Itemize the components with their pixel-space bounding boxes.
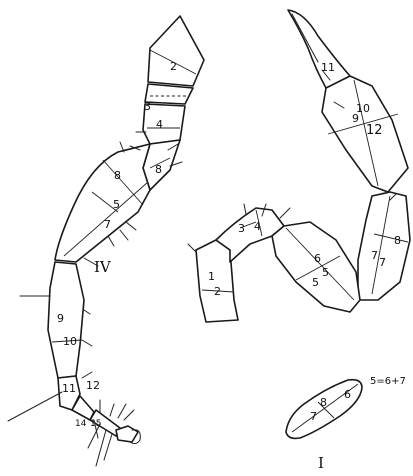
leg-iv-label-8a: 8 (114, 169, 121, 182)
leg-right-segment-10 (322, 76, 408, 192)
leg-iv-label-4: 4 (156, 118, 163, 131)
leg-i-label-6: 6 (344, 388, 351, 401)
leg-i: 8 6 7 5=6+7 I (286, 376, 406, 472)
leg-iv-segment-2 (148, 16, 204, 86)
leg-iv-label-10: 10 (63, 335, 77, 348)
leg-iv-label-7: 7 (104, 218, 111, 231)
leg-iv-label-12: 12 (86, 379, 100, 392)
leg-right-label-10: 10 (356, 102, 370, 115)
leg-right-tip (288, 10, 350, 88)
leg-middle-label-1: 1 (208, 270, 215, 283)
leg-iv-name: IV (94, 258, 112, 276)
leg-i-name: I (318, 454, 324, 472)
leg-right-label-8: 8 (394, 234, 401, 247)
leg-iv-label-11: 11 (62, 382, 76, 395)
leg-right-label-12: 12 (366, 123, 383, 138)
leg-middle-label-3: 3 (238, 222, 245, 235)
leg-iv-label-2: 2 (170, 60, 177, 73)
leg-middle-label-5a: 5 (322, 266, 329, 279)
leg-middle-label-6: 6 (314, 252, 321, 265)
leg-right-label-11: 11 (321, 61, 335, 74)
leg-right-segment-8 (358, 192, 410, 300)
leg-iv-label-9: 9 (57, 312, 64, 325)
leg-iv-claw (116, 426, 138, 442)
leg-middle-label-2: 2 (214, 285, 221, 298)
leg-iv-label-14: 14 (75, 419, 87, 429)
leg-i-label-7: 7 (310, 410, 317, 423)
leg-right-label-7a: 7 (371, 249, 378, 262)
leg-iv-segment-3 (145, 84, 193, 104)
leg-middle-segment-6 (272, 222, 360, 312)
leg-i-equation: 5=6+7 (370, 376, 406, 387)
leg-iv-label-5: 5 (113, 198, 120, 211)
leg-iv-segment-5 (55, 144, 150, 262)
leg-middle-label-4: 4 (254, 220, 261, 233)
leg-i-label-8: 8 (320, 396, 327, 409)
leg-iv: 2 3 4 8 8 5 7 9 10 11 12 14 15 IV (8, 16, 204, 466)
leg-middle: 3 4 6 5 5 1 2 (188, 204, 360, 322)
leg-iv-label-8b: 8 (155, 163, 162, 176)
leg-iv-label-3: 3 (144, 100, 151, 113)
leg-iv-segment-9 (48, 262, 84, 378)
leg-iv-label-15: 15 (90, 419, 101, 429)
leg-right-label-7b: 7 (379, 256, 386, 269)
leg-middle-label-5b: 5 (312, 276, 319, 289)
